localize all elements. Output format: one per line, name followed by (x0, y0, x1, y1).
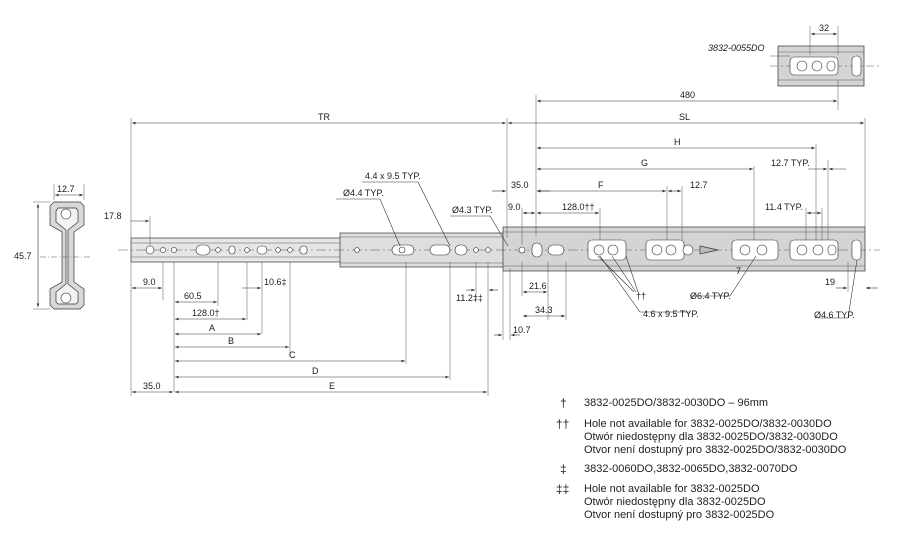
dim-32: 32 (819, 23, 829, 33)
dim-480: 480 (680, 90, 695, 100)
dim-e: E (329, 381, 335, 391)
dim-9-0-top: 9.0 (508, 202, 521, 212)
dim-128-d: 128.0† (192, 308, 220, 318)
dim-12-7-typ: 12.7 TYP. (771, 158, 810, 168)
dim-17-8: 17.8 (104, 211, 122, 221)
slide-body (118, 226, 880, 272)
dim-34-3: 34.3 (535, 305, 553, 315)
profile-section (33, 184, 92, 310)
dim-10-7: 10.7 (513, 325, 531, 335)
dim-12-7: 12.7 (690, 180, 708, 190)
dim-h: H (674, 137, 681, 147)
dim-b: B (228, 336, 234, 346)
dim-9-0: 9.0 (143, 277, 156, 287)
label-hole-4-3: Ø4.3 TYP. (452, 205, 493, 215)
label-slot-4-6: 4.6 x 9.5 TYP. (643, 309, 699, 319)
label-hole-4-6: Ø4.6 TYP. (814, 310, 855, 320)
label-hole-4-4: Ø4.4 TYP. (343, 188, 384, 198)
dim-12-7-left: 12.7 (57, 184, 75, 194)
dimension-lines-bottom (130, 255, 878, 396)
dim-d: D (312, 366, 319, 376)
dim-10-6: 10.6‡ (264, 277, 287, 287)
dim-c: C (289, 350, 296, 360)
label-dagger-dagger: †† (636, 291, 646, 301)
dim-21-6: 21.6 (529, 281, 547, 291)
dim-35-0-top: 35.0 (511, 180, 529, 190)
label-hole-6-4: Ø6.4 TYP. (690, 291, 731, 301)
dim-35-0: 35.0 (143, 381, 161, 391)
dim-tr: TR (318, 112, 330, 122)
dim-11-4-typ: 11.4 TYP. (765, 202, 803, 212)
detail-view-top-right (770, 26, 880, 87)
dim-a: A (209, 323, 215, 333)
dimension-lines-top (130, 80, 866, 247)
dim-45-7: 45.7 (14, 251, 32, 261)
dim-11-2: 11.2‡‡ (456, 293, 483, 303)
dim-sl: SL (679, 112, 690, 122)
dim-7: 7 (736, 266, 741, 276)
dim-60-5: 60.5 (184, 291, 202, 301)
dim-f: F (598, 180, 604, 190)
dim-g: G (641, 158, 648, 168)
dim-128-dd: 128.0†† (562, 202, 595, 212)
dim-19: 19 (825, 277, 835, 287)
model-label: 3832-0055DO (708, 43, 765, 53)
label-slot-4-4: 4.4 x 9.5 TYP. (365, 171, 421, 181)
